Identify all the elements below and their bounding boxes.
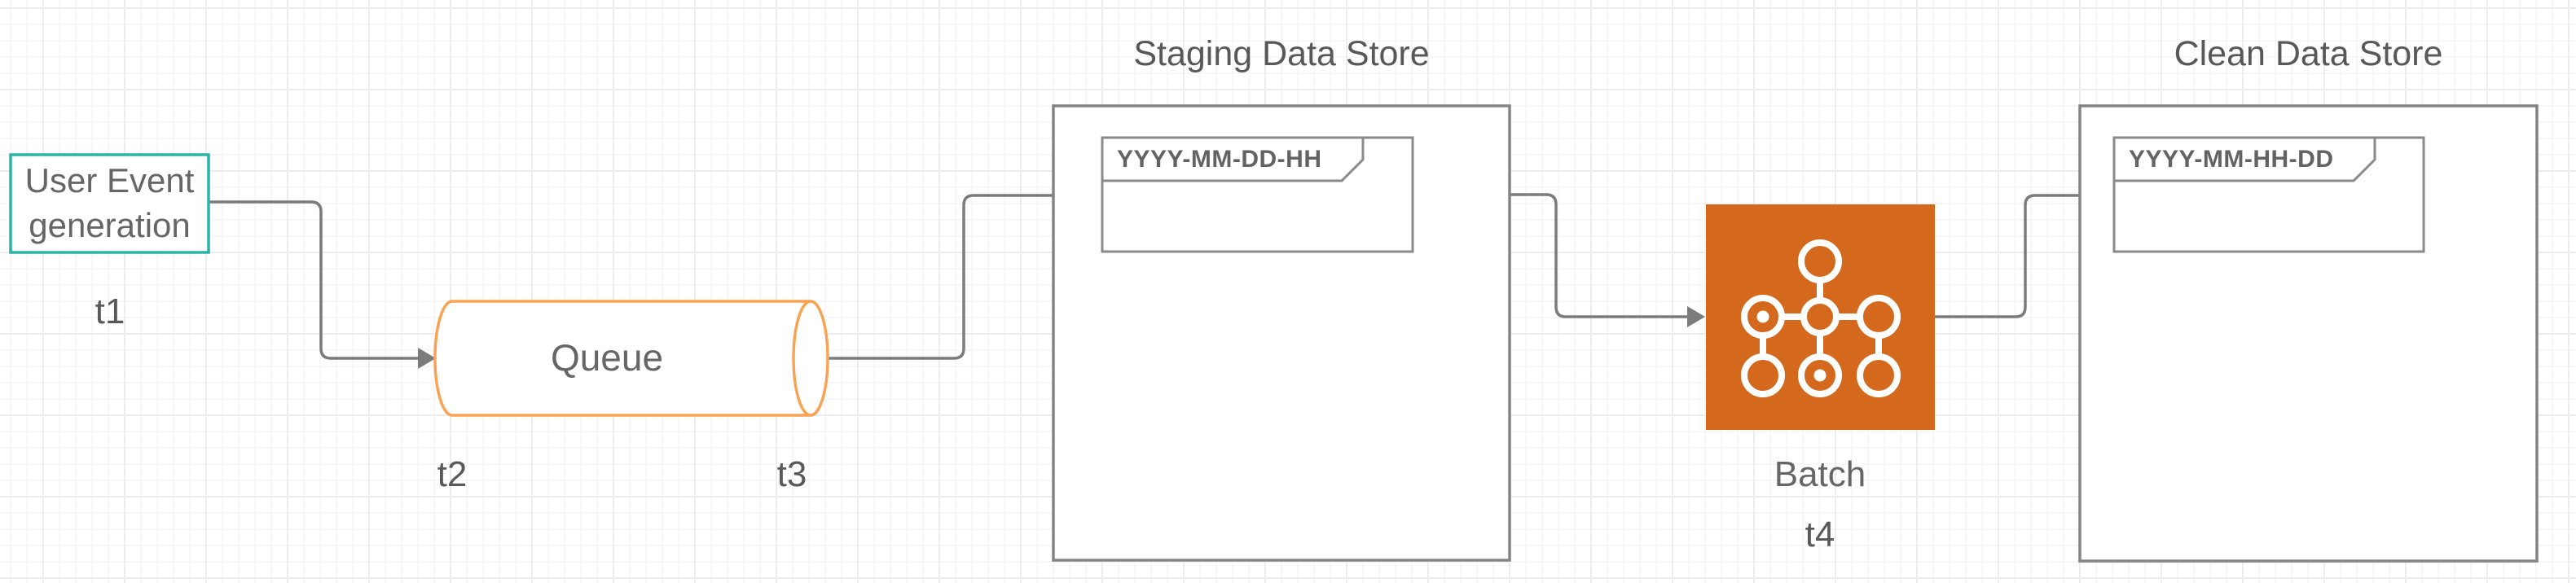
note-fold [1102,138,1365,182]
arrowhead-icon [1687,306,1705,327]
staging-partition-label[interactable]: YYYY-MM-DD-HH [1117,146,1322,173]
timestamp-t3-label[interactable]: t3 [776,454,807,494]
staging-store-title[interactable]: Staging Data Store [1133,33,1430,73]
aws-batch-icon[interactable] [1706,204,1935,430]
clean-store-title[interactable]: Clean Data Store [2174,33,2443,73]
batch-label[interactable]: Batch [1774,454,1866,495]
cylinder-cap-arc [792,300,811,417]
batch-node-dot [1813,369,1826,382]
queue-node[interactable] [433,300,829,417]
staging-partition-note[interactable] [1101,136,1414,253]
user-event-node[interactable] [9,153,210,254]
clean-partition-note[interactable] [2112,136,2425,253]
queue-label[interactable]: Queue [550,336,664,379]
batch-node-dot [1756,310,1769,323]
user-event-label[interactable]: User Event generation [24,161,195,244]
note-fold [2114,138,2376,182]
connector-user-event-to-queue[interactable] [209,200,436,369]
timestamp-t4-label[interactable]: t4 [1805,515,1835,555]
arrowhead-icon [418,348,436,369]
clean-partition-label[interactable]: YYYY-MM-HH-DD [2129,146,2334,173]
timestamp-t2-label[interactable]: t2 [437,454,468,494]
timestamp-t1-label[interactable]: t1 [95,292,125,331]
connector-staging-to-batch[interactable] [1413,193,1705,327]
